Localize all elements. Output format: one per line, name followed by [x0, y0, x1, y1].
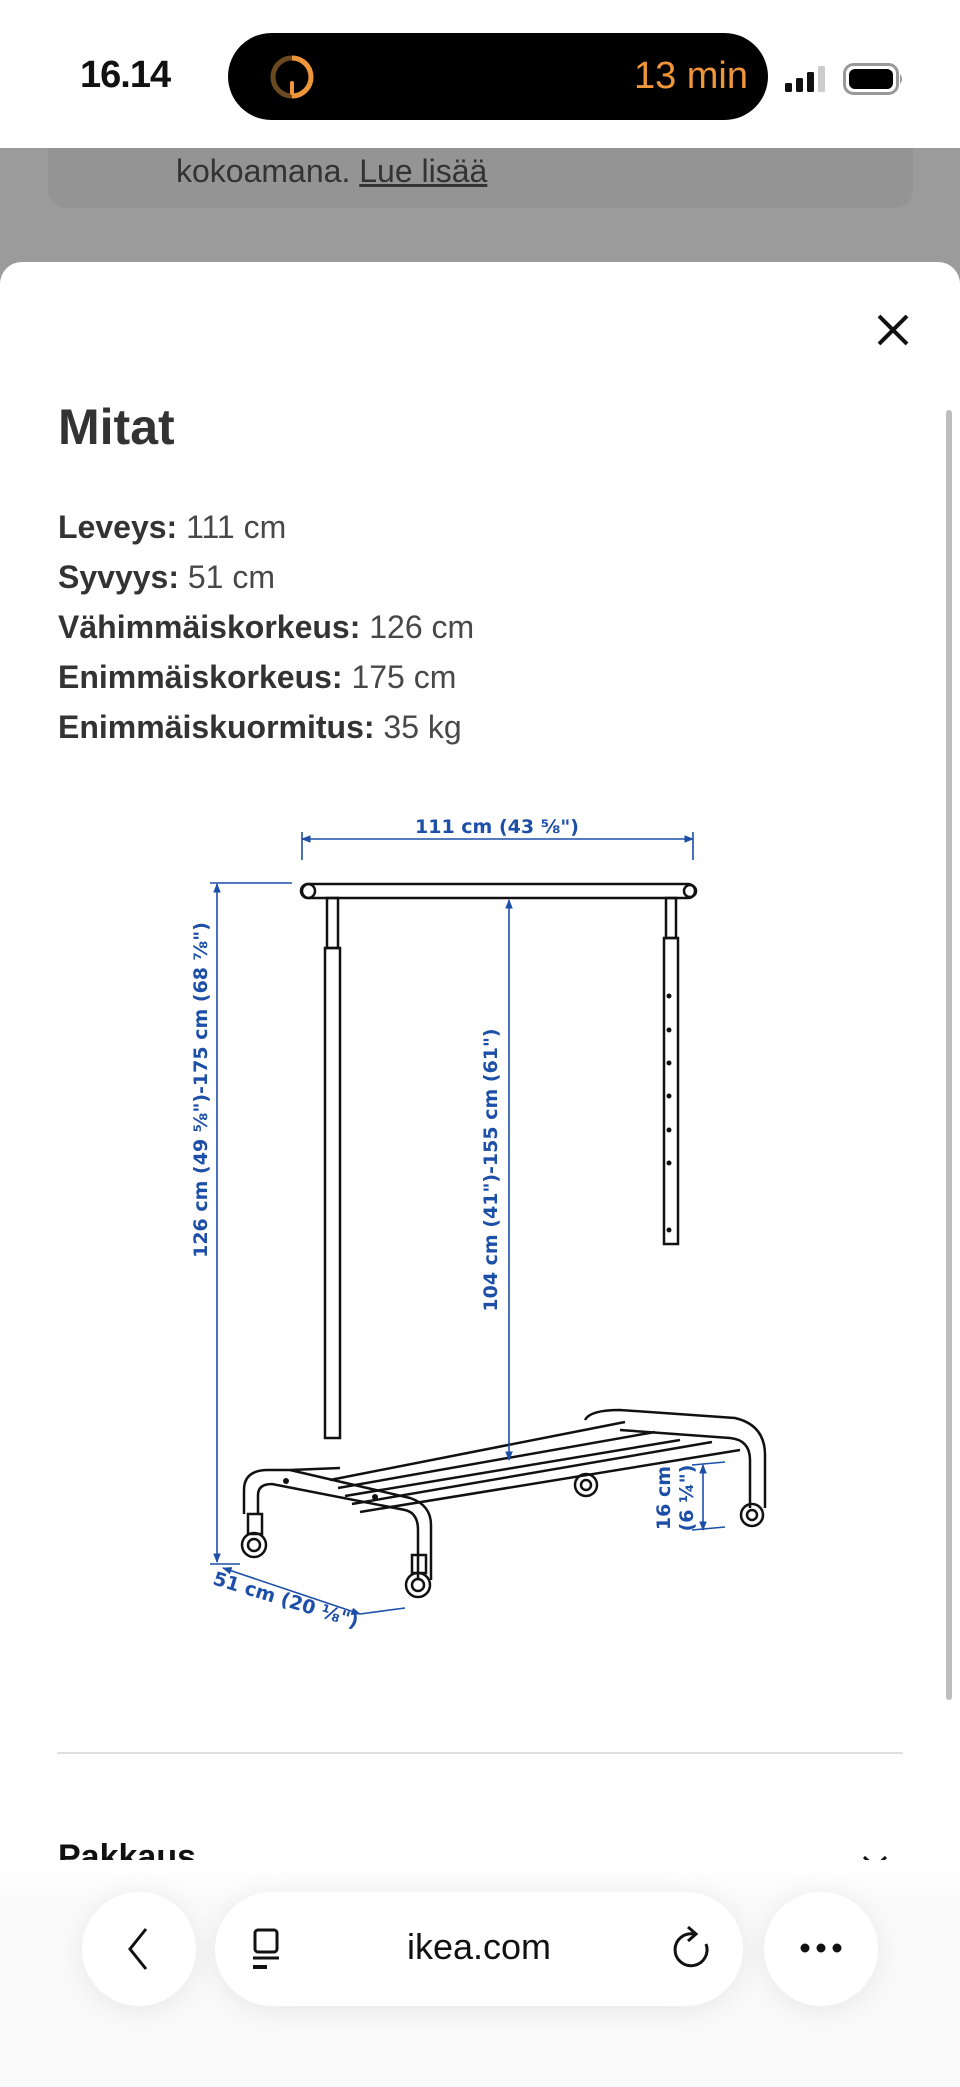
sheet-title: Mitat: [58, 399, 175, 455]
dim-height-label: 126 cm (49 ⅝")-175 cm (68 ⅞"): [190, 922, 212, 1258]
chevron-down-icon[interactable]: [860, 1845, 890, 1860]
dim-rail-height-label: 104 cm (41")-155 cm (61"): [480, 1028, 502, 1311]
status-bar: 16.14 13 min: [0, 0, 960, 148]
battery-icon: [843, 63, 902, 95]
back-button[interactable]: [82, 1892, 196, 2006]
tabs-icon: [253, 1928, 279, 1969]
dimensions-sheet: [0, 262, 960, 2087]
dimension-diagram: 111 cm (43 ⅝") 126 cm (49 ⅝")-175 cm (68…: [190, 816, 767, 1633]
timer-icon: [270, 55, 314, 99]
back-icon: [128, 1928, 148, 1970]
signal-icon: [785, 66, 825, 92]
address-bar[interactable]: ikea.com: [215, 1892, 743, 2006]
spec-list: Leveys: 111 cm Syvyys: 51 cm Vähimmäisko…: [58, 504, 474, 754]
spec-min-height: Vähimmäiskorkeus: 126 cm: [58, 609, 475, 645]
spec-width: Leveys: 111 cm: [58, 509, 287, 545]
spec-depth: Syvyys: 51 cm: [58, 559, 276, 595]
dim-width-label: 111 cm (43 ⅝"): [415, 816, 579, 838]
background-text: kokoamana.: [176, 153, 351, 189]
url-text[interactable]: ikea.com: [406, 1926, 552, 1967]
clothes-rack-drawing: [240, 882, 767, 1599]
scrollbar[interactable]: [946, 410, 952, 1700]
close-icon[interactable]: [873, 310, 913, 350]
activity-time: 13 min: [633, 55, 748, 97]
dim-depth-label: 51 cm (20 ⅛"): [210, 1568, 361, 1633]
section-packaging[interactable]: Pakkaus: [58, 1838, 196, 1860]
section-divider: [57, 1752, 903, 1754]
read-more-link[interactable]: Lue lisää: [359, 153, 488, 189]
spec-max-height: Enimmäiskorkeus: 175 cm: [58, 659, 457, 695]
spec-max-load: Enimmäiskuormitus: 35 kg: [58, 709, 462, 745]
more-icon: [800, 1943, 842, 1953]
reload-icon[interactable]: [670, 1924, 714, 1974]
more-button[interactable]: [764, 1892, 878, 2006]
dynamic-island[interactable]: 13 min: [228, 33, 768, 120]
dim-shelf-height-cm: 16 cm: [653, 1466, 675, 1530]
status-time: 16.14: [80, 54, 171, 96]
dim-shelf-height-in: (6 ¼"): [676, 1465, 698, 1532]
